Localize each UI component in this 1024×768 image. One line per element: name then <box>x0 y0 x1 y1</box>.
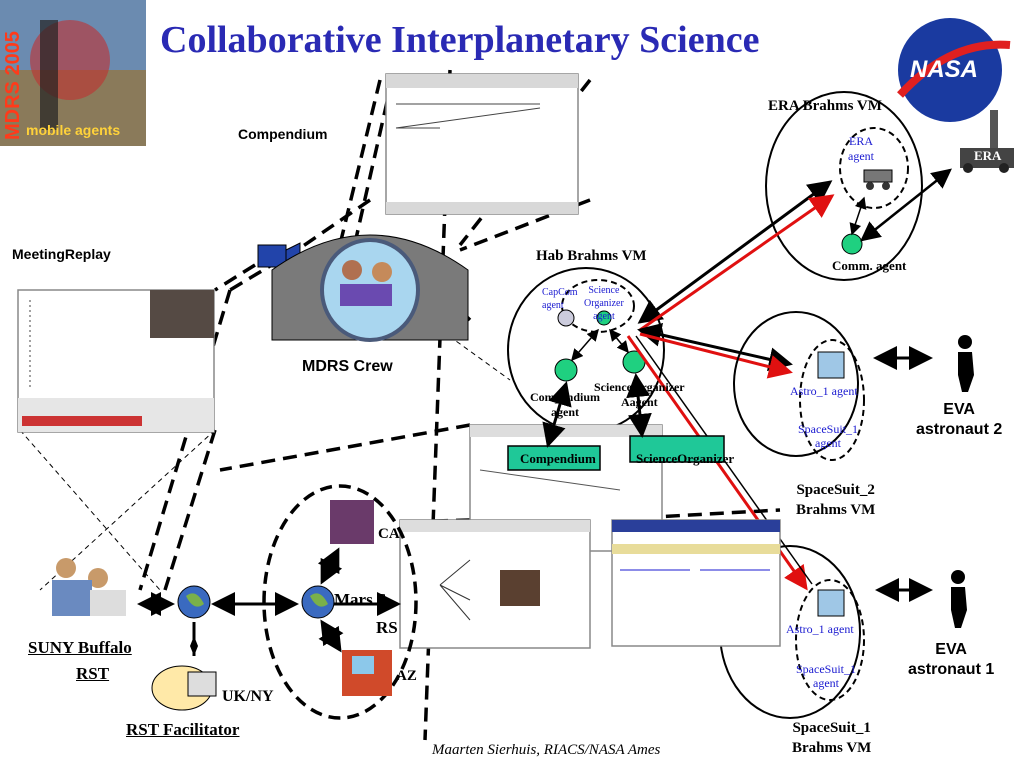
compendium-top-label: Compendium <box>238 126 328 142</box>
nasa-logo-text: NASA <box>910 56 979 83</box>
spacesuit1-agent-label: SpaceSuit_1 agent <box>796 662 856 690</box>
mdrs-logo <box>0 0 146 146</box>
mdrs-crew-dome <box>271 234 469 342</box>
eva2-label: EVA astronaut 2 <box>916 401 1003 438</box>
science-organizer-agent-label: ScienceOrganizer Aagent <box>594 380 685 409</box>
eva1-label: EVA astronaut 1 <box>908 641 995 678</box>
mars-s-label: Mars S <box>334 590 387 609</box>
spacesuit2-vm-label: SpaceSuit_2 Brahms VM <box>796 482 876 518</box>
astronaut2-icon <box>958 335 974 392</box>
era-robot-icon <box>960 110 1014 173</box>
nasa-logo <box>897 18 1011 122</box>
ca-scientist-icon <box>330 500 374 544</box>
era-vm-boundary <box>765 91 923 281</box>
suny-team-icon <box>52 558 126 616</box>
meeting-replay-screenshot <box>17 289 215 433</box>
science-organizer-box-label: ScienceOrganizer <box>636 451 735 466</box>
spacesuit1-vm-label: SpaceSuit_1 Brahms VM <box>792 720 872 756</box>
spacesuit2-agent-label: SpaceSuit_1 agent <box>798 422 858 450</box>
hab-vm-label: Hab Brahms VM <box>536 248 647 264</box>
az-label: AZ <box>396 668 417 684</box>
spacesuit2-vm-boundary <box>733 311 859 457</box>
era-robot-label: ERA <box>974 148 1002 163</box>
era-vm-label: ERA Brahms VM <box>768 98 882 114</box>
compendium-box-label: Compendium <box>520 451 596 466</box>
rst-facilitator-label: RST Facilitator <box>126 720 240 739</box>
uk-ny-label: UK/NY <box>222 688 274 705</box>
page-title: Collaborative Interplanetary Science <box>160 19 760 61</box>
compendium-agent-node <box>554 358 578 382</box>
science-organizer-agent-top-label: Science Organizer agent <box>584 285 624 322</box>
compendium-map-screenshot <box>399 519 591 649</box>
astro2-agent-label: Astro_1 agent <box>790 384 858 398</box>
capcom-agent-label: CapCom agent <box>542 287 578 311</box>
astronaut1-icon <box>951 570 967 628</box>
astro1-agent-label: Astro_1 agent <box>786 622 854 636</box>
comm-agent-label: Comm. agent <box>832 258 907 273</box>
era-agent-label: ERA agent <box>848 134 874 163</box>
network-hub-right <box>301 585 335 619</box>
ca-label: CA <box>378 526 400 542</box>
mdrs-crew-label: MDRS Crew <box>302 358 393 375</box>
credit-text: Maarten Sierhuis, RIACS/NASA Ames <box>432 742 661 758</box>
rst-label: RST <box>76 664 110 683</box>
compendium-agent-label: Compendium agent <box>530 390 601 419</box>
rs-label: RS <box>376 618 398 637</box>
mobile-agents-logo-text: mobile agents <box>26 122 121 138</box>
rst-facilitator-icon <box>151 665 217 711</box>
suny-label: SUNY Buffalo <box>28 638 132 657</box>
comm-agent-node <box>841 233 863 255</box>
science-organizer-web-screenshot <box>611 519 781 647</box>
az-scientist-icon <box>342 650 392 696</box>
network-hub-left <box>177 585 211 619</box>
meeting-replay-label: MeetingReplay <box>12 246 111 262</box>
science-organizer-box <box>629 435 725 463</box>
mdrs-logo-text: MDRS 2005 <box>2 31 24 140</box>
compendium-screenshot-top <box>385 73 579 215</box>
era-rover-icon-small <box>863 169 893 190</box>
